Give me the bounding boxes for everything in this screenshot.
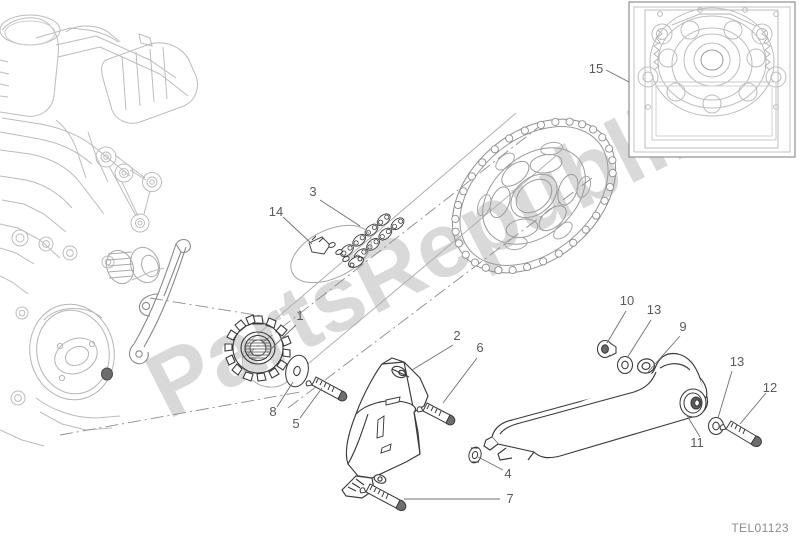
engine-crankcase-assembly (0, 14, 198, 447)
callout-label-13b: 13 (730, 354, 744, 369)
leader-11 (685, 413, 701, 438)
sprocket-screw (305, 376, 348, 402)
slider-screw (719, 420, 762, 448)
cover-screw-lower (359, 483, 407, 512)
rear-sprocket-wheel (451, 117, 617, 275)
chain-slider-arm (483, 352, 709, 461)
leader-10 (606, 310, 627, 344)
callout-label-9: 9 (679, 319, 686, 334)
leader-1 (271, 324, 297, 349)
leader-4 (477, 456, 504, 471)
front-drive-sprocket (224, 314, 292, 382)
leader-3 (319, 199, 361, 227)
callout-label-5: 5 (292, 416, 299, 431)
callout-label-1: 1 (296, 308, 303, 323)
callout-label-14: 14 (269, 204, 283, 219)
callout-label-3: 3 (309, 184, 316, 199)
leader-13a (626, 319, 652, 359)
callout-labels: 1 2 3 4 5 6 7 8 9 10 11 12 13 13 14 15 (269, 61, 777, 506)
leader-12 (739, 392, 767, 425)
kit-bubble (290, 224, 372, 284)
part-code-label: TEL01123 (731, 521, 789, 535)
leader-9 (647, 335, 681, 373)
detail-inset-panel (628, 1, 796, 158)
sprocket-washer (285, 354, 309, 388)
front-sprocket-cover (341, 357, 429, 499)
callout-label-6: 6 (476, 340, 483, 355)
callout-label-13a: 13 (647, 302, 661, 317)
chain-centerline (59, 125, 593, 436)
leader-14 (282, 216, 313, 245)
chain-joint-kit (290, 224, 372, 284)
callout-label-11: 11 (690, 435, 704, 450)
callout-label-4: 4 (504, 466, 511, 481)
callout-label-2: 2 (453, 328, 460, 343)
gear-shift-lever (128, 238, 191, 365)
callout-label-10: 10 (620, 293, 634, 308)
bush-upper (596, 339, 617, 359)
leader-15 (605, 69, 630, 83)
callout-label-15: 15 (589, 61, 603, 76)
roller (679, 388, 707, 418)
callout-label-7: 7 (506, 491, 513, 506)
leader-6 (442, 357, 478, 404)
callout-label-12: 12 (763, 380, 777, 395)
leader-2 (411, 344, 454, 371)
washer-upper (616, 355, 634, 375)
cover-screw-upper (416, 402, 456, 426)
leader-13b (717, 370, 733, 419)
callout-leaders (271, 69, 767, 500)
leader-8 (276, 381, 294, 408)
spacer-bush (468, 446, 482, 464)
callout-label-8: 8 (269, 404, 276, 419)
leader-5 (299, 387, 323, 419)
